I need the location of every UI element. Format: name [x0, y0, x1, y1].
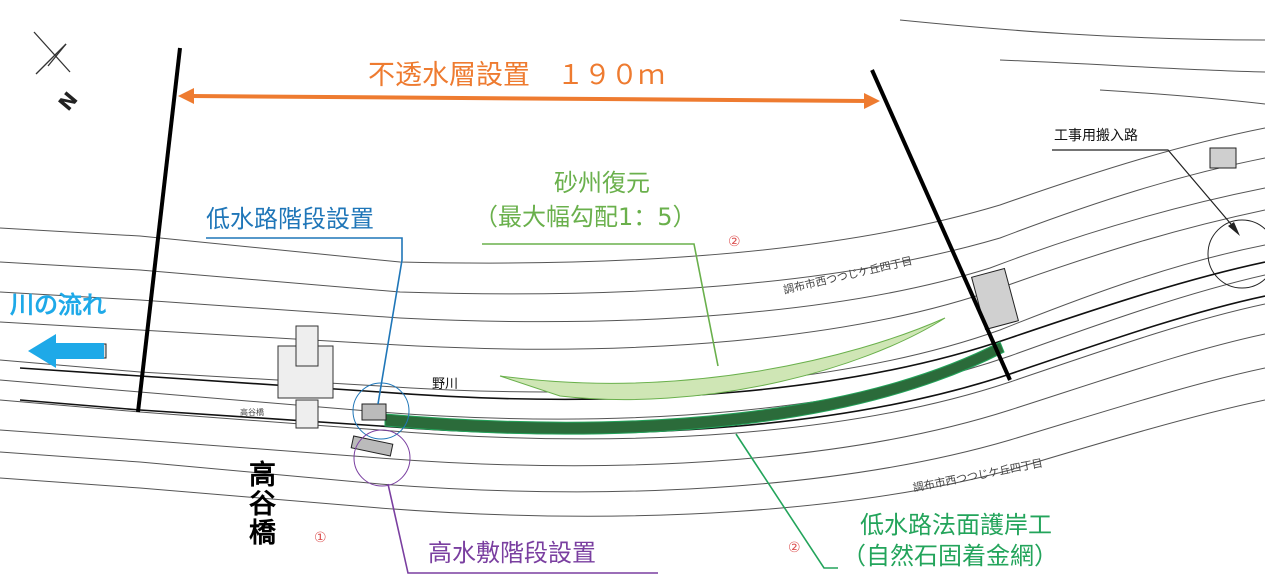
- revetment-subtitle-label: （自然石固着金網）: [842, 542, 1058, 570]
- river-name-label: 野川: [432, 377, 459, 392]
- marker-1: ①: [314, 530, 327, 546]
- high-bank-steps-label: 高水敷階段設置: [428, 539, 596, 567]
- access-road-arrowhead: [1228, 222, 1240, 236]
- sandbar-title-label: 砂州復元: [554, 169, 650, 197]
- river-channel: [19, 261, 1265, 435]
- sandbar-subtitle-label: （最大幅勾配1：5）: [474, 203, 697, 231]
- bridge-name-label: 高谷橋: [244, 460, 276, 547]
- low-channel-steps-label: 低水路階段設置: [206, 205, 374, 233]
- revetment-band: [384, 341, 1005, 435]
- leader-lines: [206, 149, 1237, 574]
- north-arrow-icon: [33, 31, 71, 75]
- marker-2a: ②: [728, 234, 741, 250]
- revetment-title-label: 低水路法面護岸工: [860, 511, 1052, 539]
- barrier-start-line: [136, 47, 182, 413]
- barrier-length-label: 不透水層設置 １９０ｍ: [368, 60, 665, 91]
- step-structures: [350, 147, 1237, 457]
- river-flow-arrow-icon: [28, 334, 104, 368]
- barrier-end-line: [870, 69, 1012, 381]
- bridge-structure: [277, 325, 334, 429]
- road-lines: [0, 19, 1265, 517]
- access-road-circle: [1207, 219, 1265, 289]
- marker-2b: ②: [788, 540, 801, 556]
- river-flow-label: 川の流れ: [10, 291, 106, 319]
- high-bank-steps-circle: [353, 429, 411, 487]
- barrier-dimension-arrow: [178, 88, 880, 109]
- bridge-small-label: 高谷橋: [240, 408, 264, 417]
- access-road-label: 工事用搬入路: [1054, 128, 1138, 144]
- sandbar-area: [499, 317, 946, 401]
